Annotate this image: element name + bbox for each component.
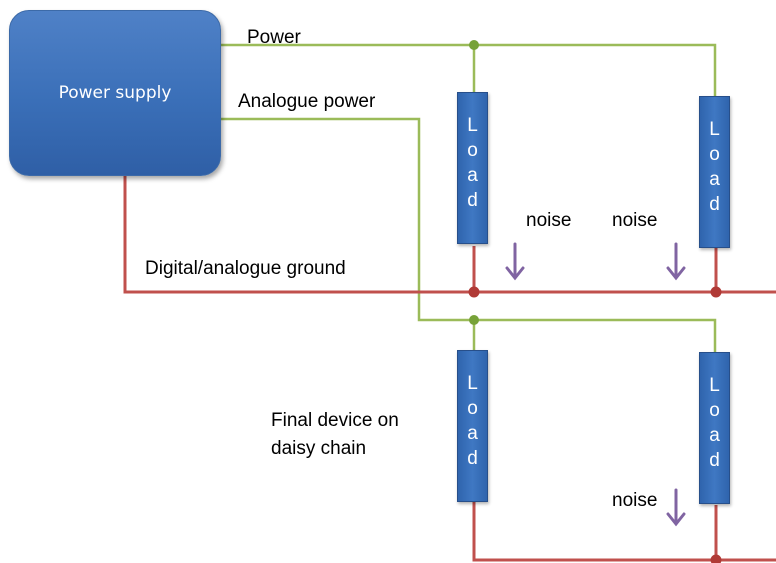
power-supply-label: Power supply — [58, 83, 172, 103]
load-letter: o — [467, 140, 478, 161]
load-letter: a — [467, 423, 478, 444]
load-letter: a — [709, 425, 720, 446]
load-letter: o — [709, 144, 720, 165]
load-block-2: L o a d — [699, 96, 730, 248]
lower-ground-junction-node — [710, 554, 722, 563]
noise-label-2: noise — [612, 210, 658, 231]
power-wire — [218, 43, 717, 98]
ground-junction-node-2 — [710, 286, 722, 298]
load-letter: d — [467, 448, 478, 469]
load-letter: d — [709, 194, 720, 215]
load-letter: L — [467, 373, 478, 394]
load-letter: a — [709, 169, 720, 190]
lower-ground-wire — [472, 502, 776, 562]
analogue-power-wire — [218, 117, 717, 352]
load-letter: L — [467, 115, 478, 136]
power-supply-block: Power supply — [9, 10, 221, 176]
ground-wire — [123, 174, 776, 294]
noise-arrow-2 — [666, 242, 686, 281]
ground-junction-node-1 — [468, 286, 480, 298]
load-letter: L — [709, 119, 720, 140]
load-letter: a — [467, 165, 478, 186]
load-letter: o — [709, 400, 720, 421]
power-wire-label: Power — [247, 27, 301, 48]
ground-label: Digital/analogue ground — [145, 258, 346, 279]
load-block-1: L o a d — [457, 92, 488, 244]
load-letter: o — [467, 398, 478, 419]
final-device-label-line1: Final device on — [271, 410, 399, 431]
load-block-3: L o a d — [457, 350, 488, 502]
noise-arrow-1 — [505, 242, 525, 281]
noise-label-3: noise — [612, 490, 658, 511]
noise-arrow-3 — [666, 488, 686, 527]
load-letter: d — [467, 190, 478, 211]
power-junction-node — [469, 40, 479, 50]
noise-label-1: noise — [526, 210, 572, 231]
load-letter: L — [709, 375, 720, 396]
analogue-power-label: Analogue power — [238, 91, 376, 112]
load-letter: d — [709, 450, 720, 471]
final-device-label-line2: daisy chain — [271, 438, 367, 459]
load-block-4: L o a d — [699, 352, 730, 504]
analogue-power-junction-node — [469, 315, 479, 325]
